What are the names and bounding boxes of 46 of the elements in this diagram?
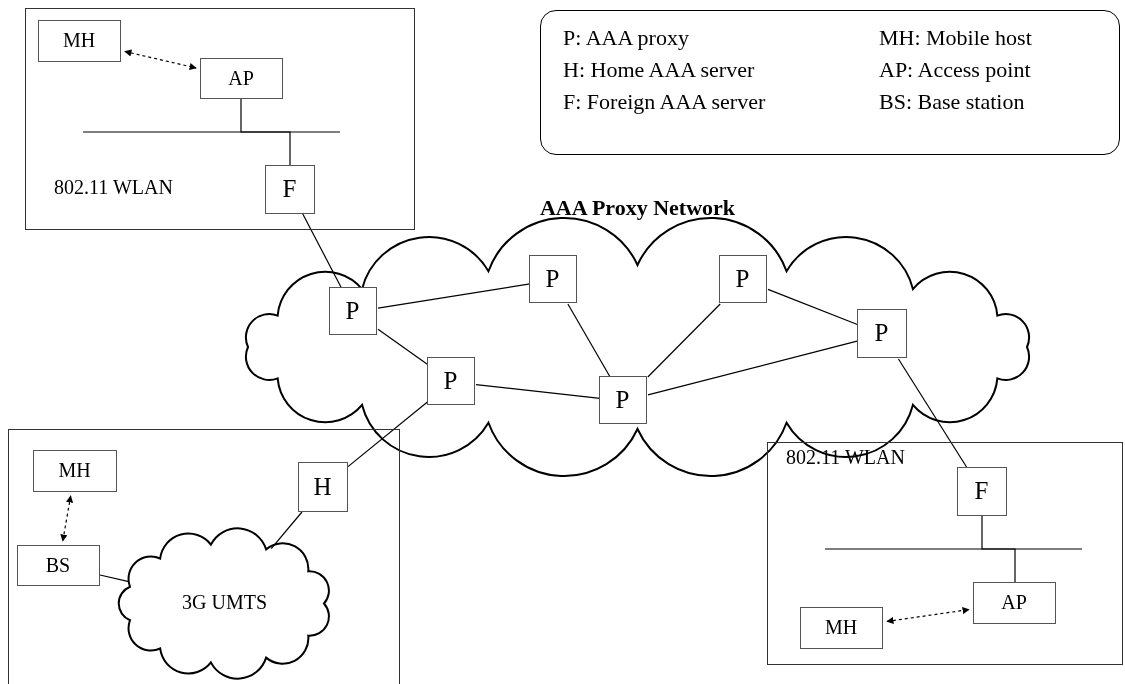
link-line [302,213,343,289]
link-line [240,98,291,166]
legend-entry: BS: Base station [879,89,1025,115]
network-label: 802.11 WLAN [54,176,173,199]
link-line [897,358,968,468]
mobile-host-box: MH [37,19,121,62]
link-line [767,288,859,326]
network-boundary [8,429,400,684]
proxy-box: P [528,254,577,303]
link-line [270,511,303,550]
link-line [567,303,611,378]
legend-entry: P: AAA proxy [563,25,689,51]
network-title: AAA Proxy Network [539,195,736,221]
home-server-box: H [297,461,348,512]
link-line [647,303,721,378]
link-line [647,340,859,396]
legend-entry: H: Home AAA server [563,57,755,83]
access-point-box: AP [972,581,1056,624]
network-boundary [767,442,1123,665]
link-line [99,574,130,583]
link-line [981,515,1016,583]
proxy-box: P [718,254,767,303]
link-line [347,400,429,468]
arrow [60,495,74,542]
proxy-box: P [426,356,475,405]
network-label: 802.11 WLAN [786,446,905,469]
link-line [377,283,531,309]
mobile-host-box: MH [799,606,883,649]
arrow [886,606,970,625]
mobile-host-box: MH [32,449,117,492]
network-boundary [25,8,415,230]
legend-entry: MH: Mobile host [879,25,1032,51]
legend-entry: AP: Access point [879,57,1031,83]
network-label: 3G UMTS [182,591,267,614]
legend-entry: F: Foreign AAA server [563,89,766,115]
arrow [124,49,197,71]
foreign-server-box: F [264,164,315,214]
base-station-box: BS [16,544,100,586]
legend-panel [540,10,1120,155]
link-line [377,328,429,366]
foreign-server-box: F [956,466,1007,516]
link-line [475,384,601,399]
proxy-box: P [856,308,907,358]
proxy-box: P [598,375,647,424]
access-point-box: AP [199,57,283,99]
proxy-box: P [328,286,377,335]
